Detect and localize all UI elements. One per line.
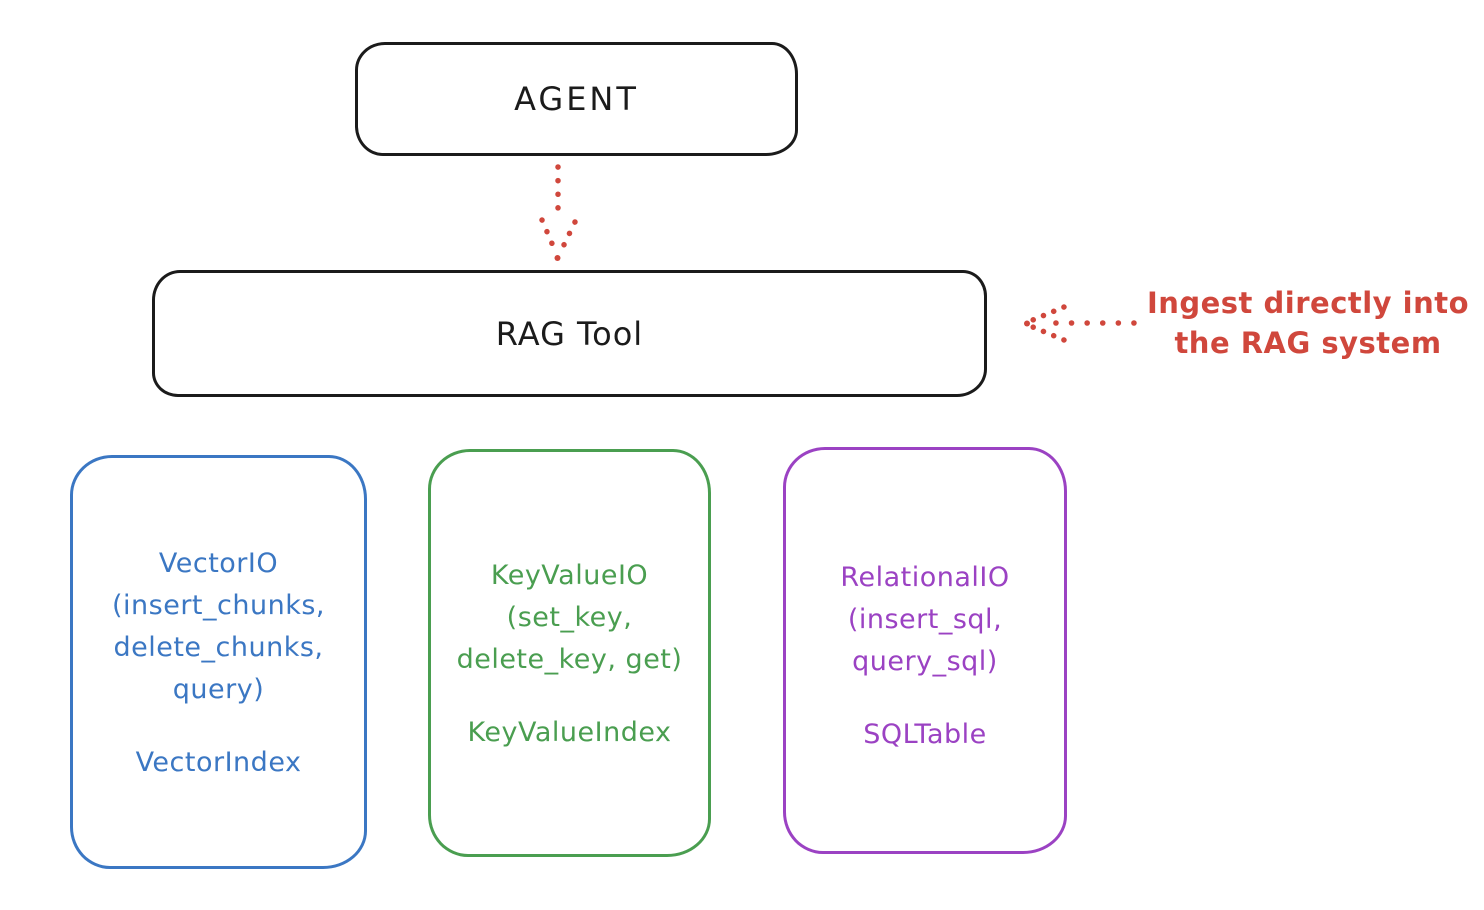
vector-io-text: VectorIO (insert_chunks, delete_chunks, … — [73, 458, 364, 784]
agent-label: AGENT — [514, 80, 639, 118]
keyvalue-io-methods-line-2: delete_key, get) — [456, 644, 683, 675]
keyvalue-io-text: KeyValueIO (set_key, delete_key, get) Ke… — [431, 452, 708, 754]
vector-io-methods-line-2: delete_chunks, — [113, 632, 324, 663]
sql-table-label: SQLTable — [863, 719, 987, 750]
vector-index-label: VectorIndex — [135, 747, 302, 778]
dotted-arrow-down-icon — [539, 164, 578, 261]
keyvalue-io-title: KeyValueIO — [490, 560, 649, 591]
annotation-line-1: Ingest directly into — [1146, 286, 1470, 320]
relational-io-text: RelationalIO (insert_sql, query_sql) SQL… — [786, 450, 1064, 756]
vector-io-box: VectorIO (insert_chunks, delete_chunks, … — [70, 455, 367, 869]
annotation-text: Ingest directly into the RAG system — [1133, 283, 1483, 363]
vector-io-title: VectorIO — [158, 548, 279, 579]
rag-tool-box: RAG Tool — [152, 270, 987, 397]
relational-io-methods-line-1: (insert_sql, — [847, 604, 1003, 635]
keyvalue-io-box: KeyValueIO (set_key, delete_key, get) Ke… — [428, 449, 711, 857]
dotted-arrow-left-icon — [1024, 304, 1137, 343]
vector-io-methods-line-3: query) — [172, 674, 265, 705]
annotation-line-2: the RAG system — [1174, 326, 1442, 360]
relational-io-title: RelationalIO — [840, 562, 1010, 593]
relational-io-methods-line-2: query_sql) — [852, 646, 998, 677]
relational-io-box: RelationalIO (insert_sql, query_sql) SQL… — [783, 447, 1067, 854]
vector-io-methods-line-1: (insert_chunks, — [112, 590, 325, 621]
rag-tool-label: RAG Tool — [495, 314, 644, 353]
keyvalue-index-label: KeyValueIndex — [467, 717, 672, 748]
agent-box: AGENT — [355, 42, 798, 156]
keyvalue-io-methods-line-1: (set_key, — [506, 602, 633, 633]
